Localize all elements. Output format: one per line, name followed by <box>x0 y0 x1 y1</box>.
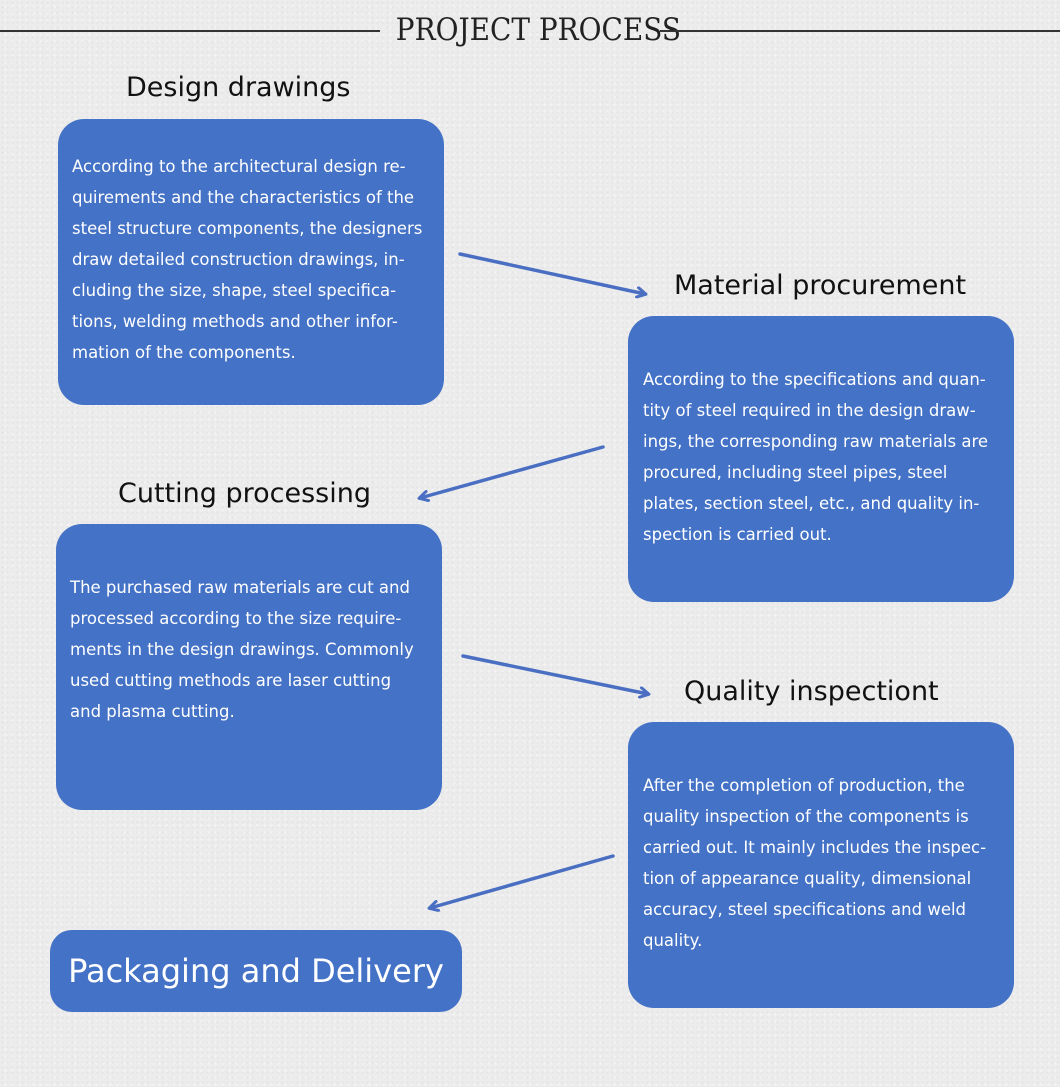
page-header: PROJECT PROCESS <box>0 8 1060 52</box>
step-title-material-procurement: Material procurement <box>674 270 967 301</box>
card-text-quality-inspection: After the completion of production, the … <box>643 770 986 956</box>
card-material-procurement: According to the specifications and quan… <box>628 316 1014 602</box>
text-line: mation of the components. <box>72 343 296 362</box>
text-line: used cutting methods are laser cutting <box>70 671 392 690</box>
text-line: processed according to the size require- <box>70 609 402 628</box>
arrow-material-to-cutting <box>420 445 605 498</box>
final-step-label: Packaging and Delivery <box>68 952 444 990</box>
card-text-material-procurement: According to the specifications and quan… <box>643 364 988 550</box>
page-title: PROJECT PROCESS <box>395 12 681 48</box>
text-line: quirements and the characteristics of th… <box>72 188 415 207</box>
text-line: carried out. It mainly includes the insp… <box>643 838 987 857</box>
text-line: According to the architectural design re… <box>72 157 406 176</box>
text-line: draw detailed construction drawings, in- <box>72 250 405 269</box>
arrow-design-to-material <box>458 252 645 294</box>
text-line: quality. <box>643 931 703 950</box>
text-line: plates, section steel, etc., and quality… <box>643 494 980 513</box>
text-line: tity of steel required in the design dra… <box>643 401 976 420</box>
text-line: ments in the design drawings. Commonly <box>70 640 414 659</box>
card-cutting-processing: The purchased raw materials are cut and … <box>56 524 442 810</box>
text-line: and plasma cutting. <box>70 702 235 721</box>
step-title-quality-inspection: Quality inspectiont <box>684 676 939 707</box>
step-title-cutting-processing: Cutting processing <box>118 478 371 509</box>
text-line: tions, welding methods and other infor- <box>72 312 398 331</box>
text-line: According to the specifications and quan… <box>643 370 986 389</box>
arrow-cutting-to-quality <box>461 654 648 694</box>
card-design-drawings: According to the architectural design re… <box>58 119 444 405</box>
card-text-design-drawings: According to the architectural design re… <box>72 151 422 368</box>
header-rule-right <box>660 30 1060 32</box>
text-line: quality inspection of the components is <box>643 807 969 826</box>
step-title-design-drawings: Design drawings <box>126 72 351 103</box>
arrow-quality-to-packaging <box>430 854 615 908</box>
card-quality-inspection: After the completion of production, the … <box>628 722 1014 1008</box>
text-line: steel structure components, the designer… <box>72 219 423 238</box>
card-text-cutting-processing: The purchased raw materials are cut and … <box>70 572 414 727</box>
text-line: accuracy, steel specifications and weld <box>643 900 967 919</box>
text-line: The purchased raw materials are cut and <box>70 578 410 597</box>
card-packaging-delivery: Packaging and Delivery <box>50 930 462 1012</box>
text-line: After the completion of production, the <box>643 776 965 795</box>
text-line: procured, including steel pipes, steel <box>643 463 948 482</box>
text-line: tion of appearance quality, dimensional <box>643 869 972 888</box>
text-line: spection is carried out. <box>643 525 832 544</box>
header-rule-left <box>0 30 380 32</box>
text-line: ings, the corresponding raw materials ar… <box>643 432 989 451</box>
text-line: cluding the size, shape, steel specifica… <box>72 281 397 300</box>
